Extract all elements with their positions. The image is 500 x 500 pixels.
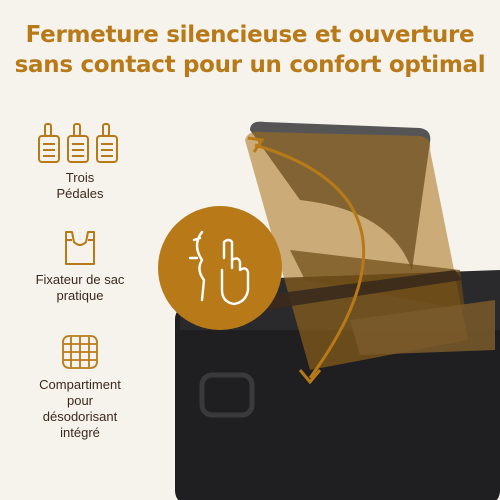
- product-image: [158, 121, 500, 500]
- feature-three-pedals: Trois Pédales: [20, 122, 140, 202]
- open-lid: [245, 131, 468, 370]
- feature-label: Fixateur de sac: [35, 272, 125, 287]
- arc-arrow-top: [247, 136, 265, 153]
- headline: Fermeture silencieuse et ouverture sans …: [0, 20, 500, 80]
- three-pedals-icon: [38, 123, 118, 163]
- feature-label: intégré: [60, 425, 100, 440]
- arc-arrow-bottom: [298, 369, 322, 385]
- bin-body: [175, 305, 500, 500]
- side-handle: [199, 372, 255, 418]
- touchless-gesture-icon: [188, 230, 250, 306]
- headline-line-1: Fermeture silencieuse et ouverture: [25, 22, 475, 48]
- feature-deodorizer: Compartiment pour désodorisant intégré: [20, 333, 140, 441]
- feature-bag-holder: Fixateur de sac pratique: [20, 228, 140, 304]
- feature-label: Trois: [65, 170, 95, 185]
- feature-label: pratique: [56, 288, 104, 303]
- touchless-badge: [158, 206, 282, 330]
- feature-label: Compartiment: [39, 377, 121, 392]
- feature-label: Pédales: [56, 186, 104, 201]
- headline-line-2: sans contact pour un confort optimal: [14, 52, 486, 78]
- motion-arc: [254, 143, 366, 379]
- mid-lid: [290, 250, 465, 310]
- deodorizer-grid-icon: [62, 335, 98, 369]
- right-lid: [350, 300, 495, 355]
- feature-label: pour: [66, 393, 94, 408]
- feature-label: désodorisant: [42, 409, 118, 424]
- bag-holder-icon: [65, 231, 95, 265]
